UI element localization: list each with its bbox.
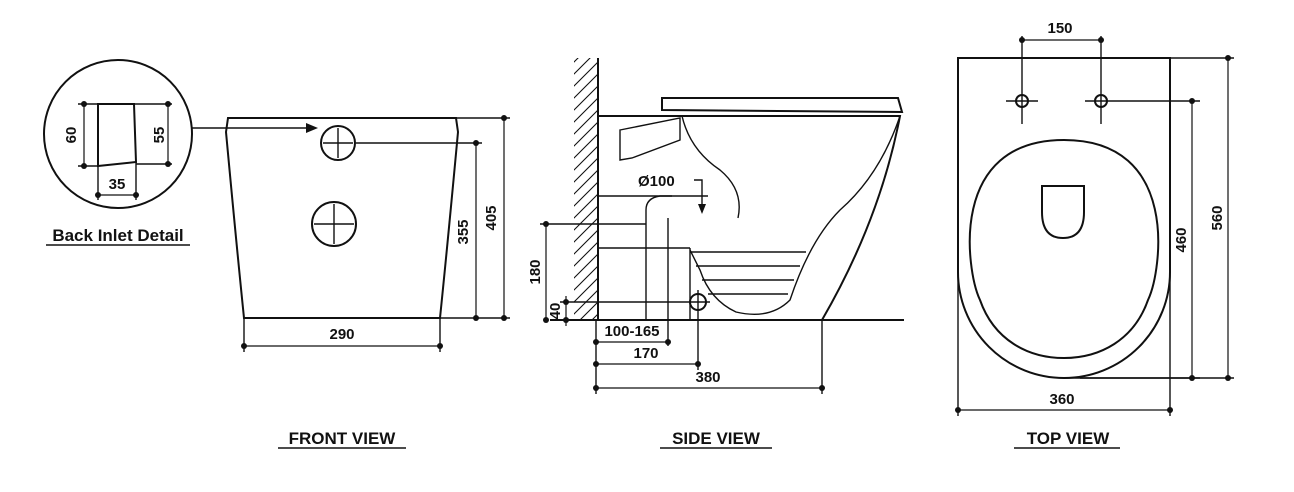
caption-back-inlet: Back Inlet Detail [52, 226, 183, 245]
front-outlet-circle [311, 201, 357, 247]
dim-top-150: 150 [1047, 20, 1072, 37]
dim-side-380: 380 [695, 369, 720, 386]
dim-side-100-165: 100-165 [604, 323, 659, 340]
dim-top-360: 360 [1049, 391, 1074, 408]
dim-inlet-60: 60 [63, 127, 80, 144]
top-outline [957, 57, 1171, 379]
dim-front-290: 290 [329, 326, 354, 343]
seat-lid [661, 97, 904, 114]
inlet-pipe-profile [97, 103, 138, 168]
dim-inlet-55: 55 [151, 127, 168, 144]
side-body-outline [598, 115, 902, 321]
dim-front-405: 405 [483, 205, 500, 230]
caption-side-view: SIDE VIEW [672, 429, 761, 448]
dim-inlet-35: 35 [109, 176, 126, 193]
caption-front-view: FRONT VIEW [289, 429, 397, 448]
caption-top-view: TOP VIEW [1027, 429, 1110, 448]
top-view: 150 460 560 360 TOP VIEW [955, 20, 1234, 449]
outlet-pipe [645, 195, 672, 320]
wall-hatch [574, 58, 598, 320]
top-seat-ring [968, 138, 1160, 360]
detail-circle [43, 59, 193, 209]
front-body-outline [224, 117, 460, 319]
dim-side-170: 170 [633, 345, 658, 362]
dim-side-pipe: Ø100 [638, 173, 675, 190]
dim-top-460: 460 [1173, 227, 1190, 252]
dim-side-40: 40 [547, 303, 564, 320]
top-bowl-inner [1041, 185, 1085, 240]
front-view: 290 355 405 FRONT VIEW [224, 115, 510, 449]
side-view: Ø100 180 40 100-165 170 [527, 58, 904, 449]
dim-front-355: 355 [455, 219, 472, 244]
front-inlet-circle [320, 125, 356, 161]
side-trap [619, 117, 681, 161]
dim-side-180: 180 [527, 259, 544, 284]
back-inlet-detail: 60 55 35 Back Inlet Detail [43, 59, 318, 246]
dim-top-560: 560 [1209, 205, 1226, 230]
